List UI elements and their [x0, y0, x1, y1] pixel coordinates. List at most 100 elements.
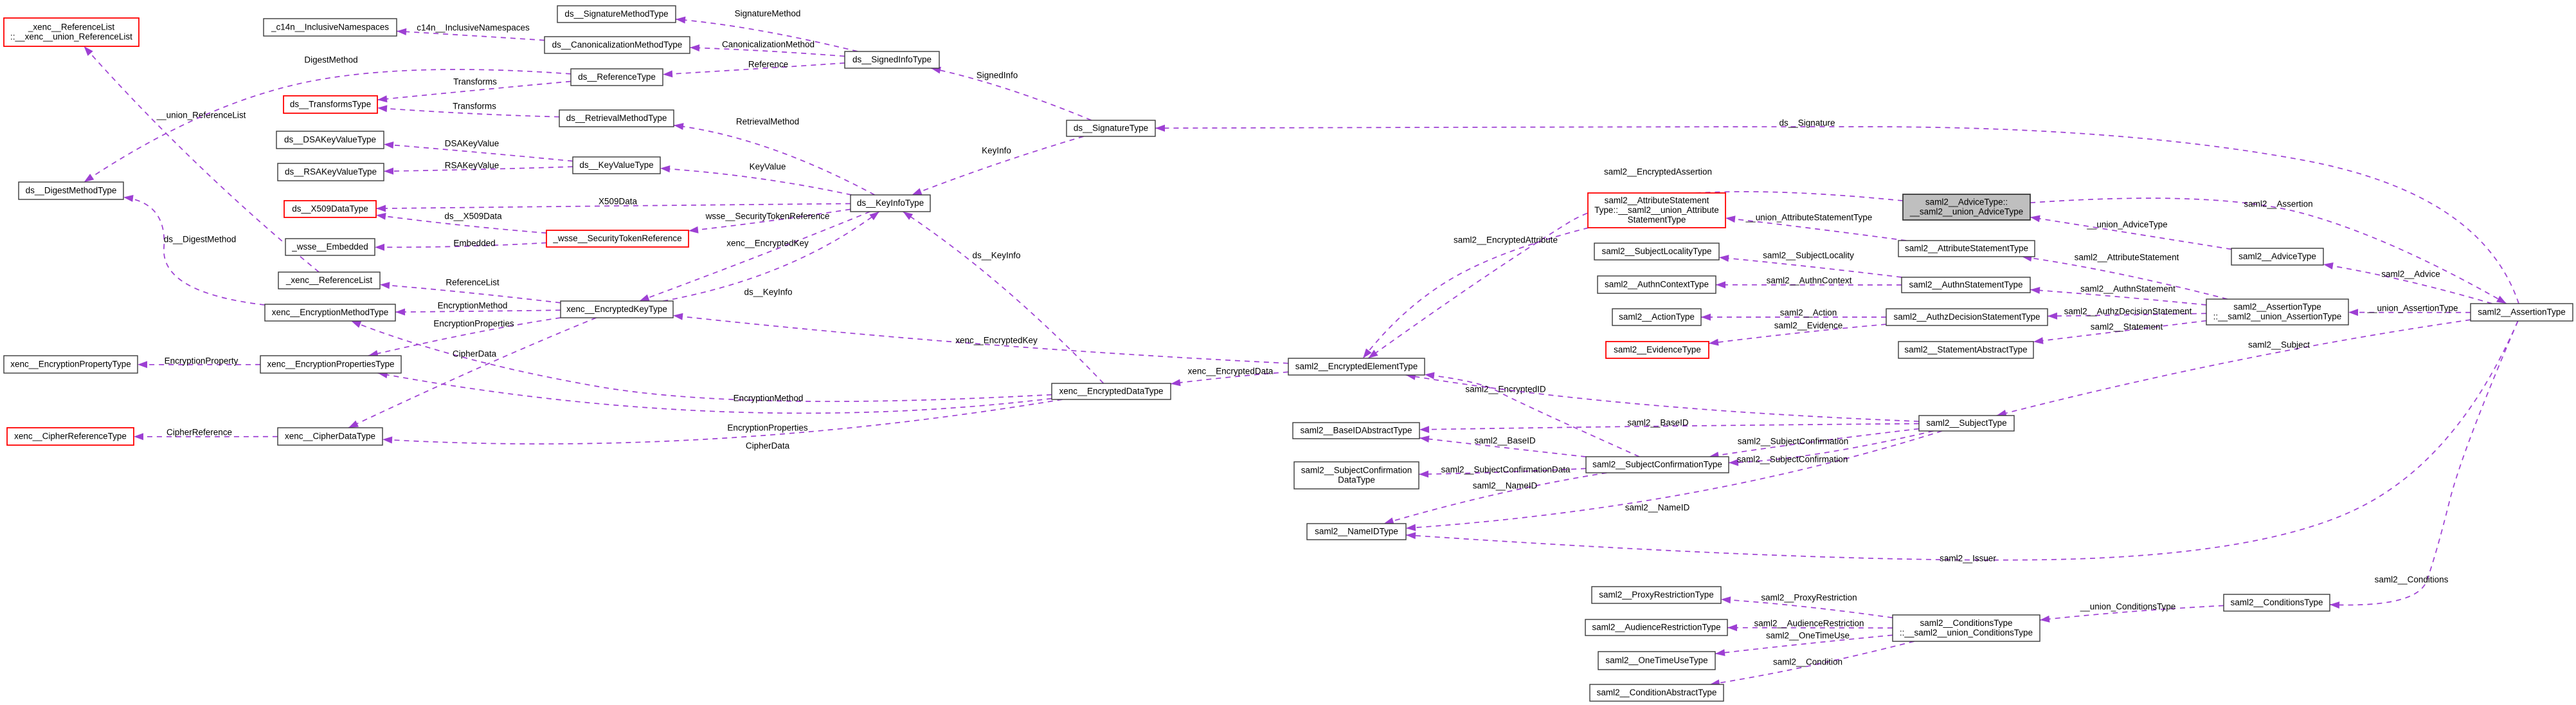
edge-label: RSAKeyValue — [445, 161, 500, 170]
node-dsKeyValueType[interactable]: ds__KeyValueType — [572, 156, 661, 174]
node-saml2AudienceRestrictionType[interactable]: saml2__AudienceRestrictionType — [1585, 619, 1728, 636]
edge-label: ds__KeyInfo — [972, 251, 1020, 261]
edge-saml2EncryptedElementType-xencEncryptedDataType — [1170, 371, 1289, 385]
node-assertionUnion[interactable]: saml2__AssertionType::__saml2__union_Ass… — [2206, 298, 2349, 325]
node-conditionsUnion[interactable]: saml2__ConditionsType::__saml2__union_Co… — [1892, 614, 2040, 642]
node-xencEncryptedDataType[interactable]: xenc__EncryptedDataType — [1051, 383, 1171, 400]
node-dsSignatureType[interactable]: ds__SignatureType — [1066, 120, 1156, 137]
node-saml2AssertionType[interactable]: saml2__AssertionType — [2470, 303, 2573, 322]
node-label: ds__ReferenceType — [578, 72, 656, 82]
node-label: ds__KeyValueType — [579, 160, 653, 170]
node-saml2ActionType[interactable]: saml2__ActionType — [1612, 308, 1702, 326]
node-dsX509DataType[interactable]: ds__X509DataType — [284, 200, 377, 218]
edge-label: xenc__EncryptedData — [1188, 367, 1274, 376]
edge-dsKeyInfoType-dsKeyValueType — [660, 167, 852, 196]
node-label: saml2__SubjectConfirmation — [1301, 466, 1412, 475]
node-dsTransformsType[interactable]: ds__TransformsType — [283, 95, 378, 114]
edge-xencEncryptedKeyType-xencEncryptionMethodType — [395, 309, 561, 313]
node-saml2StatementAbstractType[interactable]: saml2__StatementAbstractType — [1898, 341, 2034, 359]
node-saml2ConditionsType[interactable]: saml2__ConditionsType — [2223, 594, 2330, 612]
node-c14nInclusiveNamespaces[interactable]: _c14n__InclusiveNamespaces — [263, 18, 397, 37]
edge-assertionUnion-saml2AuthnStatementType — [2030, 289, 2207, 306]
edge-assertionUnion-saml2AttributeStatementType — [2022, 256, 2228, 300]
node-saml2SubjectType[interactable]: saml2__SubjectType — [1918, 415, 2015, 432]
edge-label: saml2__EncryptedID — [1465, 385, 1546, 394]
edge-dsKeyInfoType-dsRetrievalMethodType — [673, 124, 876, 196]
edge-assertionUnion-saml2StatementAbstractType — [2033, 320, 2207, 343]
arrowhead — [660, 165, 671, 173]
node-dsKeyInfoType[interactable]: ds__KeyInfoType — [850, 194, 931, 212]
edge-label: ds__KeyInfo — [744, 288, 792, 297]
node-saml2SubjectLocalityType[interactable]: saml2__SubjectLocalityType — [1594, 243, 1720, 261]
node-xencEncryptionMethodType[interactable]: xenc__EncryptionMethodType — [264, 304, 396, 322]
edge-label: saml2__SubjectConfirmationData — [1441, 465, 1571, 475]
node-xencCipherReferenceType[interactable]: xenc__CipherReferenceType — [6, 427, 134, 446]
edge-label: saml2__AuthnContext — [1767, 276, 1852, 286]
edge-label: saml2__Assertion — [2244, 199, 2312, 209]
node-dsSignedInfoType[interactable]: ds__SignedInfoType — [844, 51, 940, 69]
node-dsDSAKeyValueType[interactable]: ds__DSAKeyValueType — [276, 131, 384, 149]
node-label: ds__DSAKeyValueType — [284, 135, 376, 145]
node-saml2NameIDType[interactable]: saml2__NameIDType — [1306, 523, 1407, 540]
node-saml2OneTimeUseType[interactable]: saml2__OneTimeUseType — [1598, 651, 1716, 670]
node-label: saml2__AssertionType — [2478, 307, 2566, 317]
node-xencEncryptedKeyType[interactable]: xenc__EncryptedKeyType — [560, 300, 674, 318]
node-saml2AuthnStatementType[interactable]: saml2__AuthnStatementType — [1901, 277, 2031, 293]
edge-saml2SubjectType-saml2BaseIDAbstractType — [1419, 423, 1920, 430]
node-label: ds__CanonicalizationMethodType — [552, 40, 683, 50]
edge-label: saml2__Subject — [2248, 340, 2310, 350]
node-wsseEmbedded[interactable]: _wsse__Embedded — [285, 238, 375, 256]
arrowhead — [383, 436, 393, 444]
node-dsRSAKeyValueType[interactable]: ds__RSAKeyValueType — [277, 163, 384, 181]
arrowhead — [384, 167, 394, 175]
node-attrStmtUnion[interactable]: saml2__AttributeStatementType::__saml2__… — [1587, 192, 1726, 228]
edge-conditionsUnion-saml2ProxyRestrictionType — [1720, 598, 1893, 619]
node-label: ::__saml2__union_AssertionType — [2213, 312, 2342, 322]
edge-label: __union_ConditionsType — [2080, 602, 2176, 612]
edge-dsKeyInfoType-dsX509DataType — [375, 203, 851, 210]
node-label: _c14n__InclusiveNamespaces — [271, 23, 389, 32]
node-wsseSecurityTokenReference[interactable]: _wsse__SecurityTokenReference — [546, 230, 689, 248]
arrowhead — [377, 95, 388, 103]
node-xencEncryptionPropertiesType[interactable]: xenc__EncryptionPropertiesType — [260, 355, 402, 374]
edge-label: saml2__EncryptedAssertion — [1604, 167, 1712, 177]
node-saml2ConditionAbstractType[interactable]: saml2__ConditionAbstractType — [1589, 684, 1724, 702]
node-saml2BaseIDAbstractType[interactable]: saml2__BaseIDAbstractType — [1292, 422, 1420, 439]
edge-dsSignatureType-dsKeyInfoType — [912, 136, 1084, 196]
edge-label: DSAKeyValue — [445, 139, 500, 149]
edge-dsCanonicalizationMethodType-c14nInclusiveNamespaces — [396, 30, 545, 41]
arrowhead — [2048, 312, 2058, 320]
node-saml2AuthzDecisionStatementType[interactable]: saml2__AuthzDecisionStatementType — [1886, 308, 2048, 326]
node-dsReferenceType[interactable]: ds__ReferenceType — [570, 68, 663, 86]
node-label: __saml2__union_AdviceType — [1909, 207, 2023, 217]
node-dsDigestMethodType[interactable]: ds__DigestMethodType — [18, 181, 124, 200]
node-saml2AttributeStatementType[interactable]: saml2__AttributeStatementType — [1898, 240, 2035, 257]
node-xencCipherDataType[interactable]: xenc__CipherDataType — [277, 427, 383, 446]
node-label: saml2__AdviceType — [2238, 252, 2316, 261]
edge-xencEncryptedDataType-dsKeyInfoType — [903, 211, 1104, 384]
edge-label: saml2__Action — [1780, 308, 1837, 318]
edge-adviceUnion-saml2EncryptedElementType — [1367, 191, 1904, 359]
edge-conditionsUnion-saml2OneTimeUseType — [1715, 634, 1893, 655]
node-saml2AuthnContextType[interactable]: saml2__AuthnContextType — [1597, 275, 1716, 294]
edge-label: saml2__NameID — [1625, 503, 1690, 513]
node-unionRefListCls[interactable]: _xenc__ReferenceList::__xenc__union_Refe… — [3, 17, 140, 47]
node-saml2ProxyRestrictionType[interactable]: saml2__ProxyRestrictionType — [1591, 586, 1722, 604]
node-saml2AdviceType[interactable]: saml2__AdviceType — [2231, 248, 2324, 266]
node-saml2EvidenceType[interactable]: saml2__EvidenceType — [1605, 341, 1709, 359]
edge-saml2SubjectConfirmationType-saml2BaseIDAbstractType — [1419, 437, 1587, 457]
node-xencEncryptionPropertyType[interactable]: xenc__EncryptionPropertyType — [3, 355, 138, 374]
node-saml2EncryptedElementType[interactable]: saml2__EncryptedElementType — [1288, 358, 1425, 376]
node-saml2SubjectConfirmationType[interactable]: saml2__SubjectConfirmationType — [1585, 456, 1729, 473]
edge-saml2EncryptedElementType-xencEncryptedKeyType — [672, 315, 1289, 364]
edge-label: SignedInfo — [977, 71, 1018, 80]
node-xencReferenceList[interactable]: _xenc__ReferenceList — [278, 271, 381, 289]
node-dsCanonicalizationMethodType[interactable]: ds__CanonicalizationMethodType — [544, 36, 690, 54]
node-dsSignatureMethodType[interactable]: ds__SignatureMethodType — [557, 5, 676, 23]
node-dsRetrievalMethodType[interactable]: ds__RetrievalMethodType — [559, 109, 674, 127]
node-adviceUnion: saml2__AdviceType::__saml2__union_Advice… — [1902, 194, 2031, 221]
edge-xencEncryptedKeyType-dsKeyInfoType — [663, 211, 880, 302]
node-label: xenc__CipherDataType — [285, 432, 375, 441]
